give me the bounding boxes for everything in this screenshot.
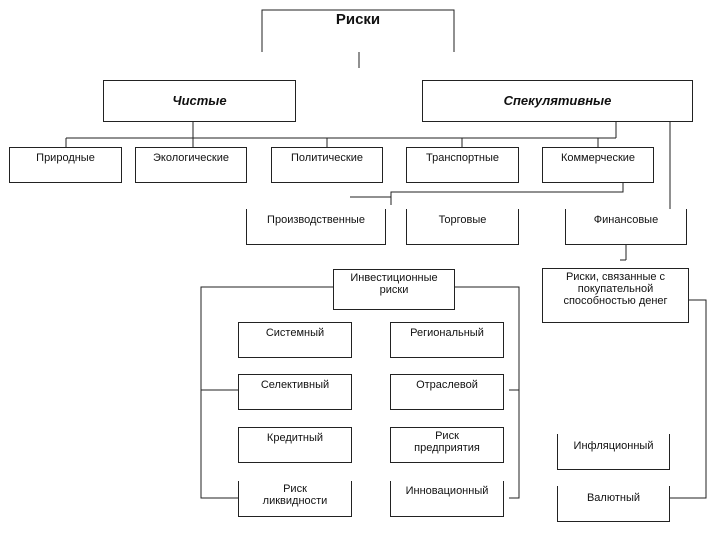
selective-risk-box: Селективный — [238, 374, 352, 410]
financial-risks-box: Финансовые — [565, 209, 687, 245]
regional-risk-box: Региональный — [390, 322, 504, 358]
enterprise-risk-box: Риск предприятия — [390, 427, 504, 463]
systemic-risk-box: Системный — [238, 322, 352, 358]
transport-risks-box: Транспортные — [406, 147, 519, 183]
purchasing-power-risks-box: Риски, связанные с покупательной способн… — [542, 268, 689, 323]
currency-risk-box: Валютный — [557, 486, 670, 522]
investment-risks-box: Инвестиционные риски — [333, 269, 455, 310]
credit-risk-box: Кредитный — [238, 427, 352, 463]
political-risks-box: Политические — [271, 147, 383, 183]
inflation-risk-box: Инфляционный — [557, 434, 670, 470]
industry-risk-box: Отраслевой — [390, 374, 504, 410]
natural-risks-box: Природные — [9, 147, 122, 183]
ecological-risks-box: Экологические — [135, 147, 247, 183]
risks-root-label: Риски — [335, 11, 381, 28]
liquidity-risk-box: Риск ликвидности — [238, 481, 352, 517]
speculative-risks-box: Спекулятивные — [422, 80, 693, 122]
production-risks-box: Производственные — [246, 209, 386, 245]
pure-risks-box: Чистые — [103, 80, 296, 122]
trade-risks-box: Торговые — [406, 209, 519, 245]
innovation-risk-box: Инновационный — [390, 481, 504, 517]
commercial-risks-box: Коммерческие — [542, 147, 654, 183]
